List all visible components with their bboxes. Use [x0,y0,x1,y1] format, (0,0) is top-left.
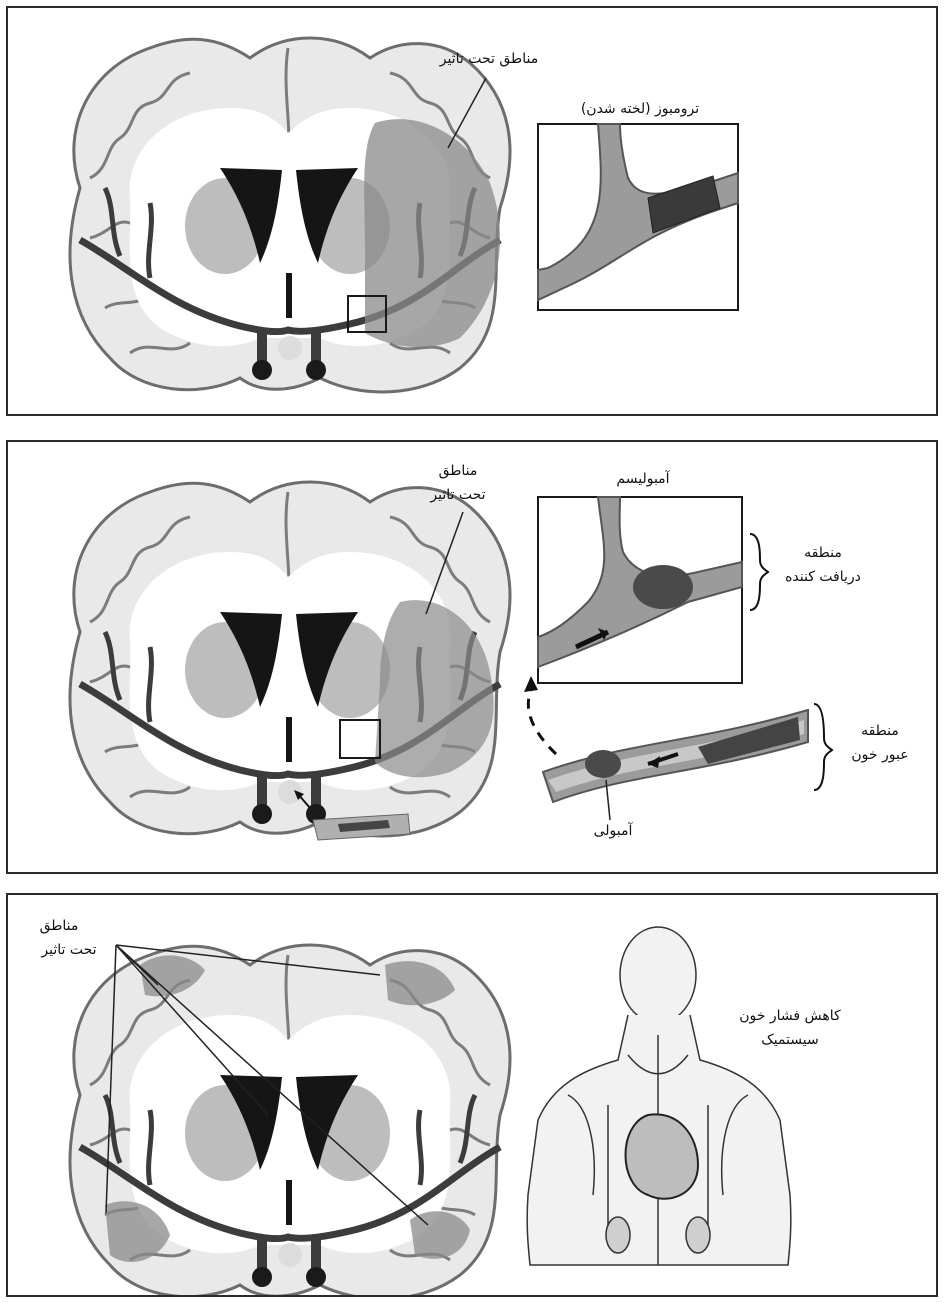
recipient-label-line2: دریافت کننده [768,566,878,588]
affected-areas-label-line1: مناطق [24,915,94,937]
thrombosis-title: ترومبوز (لخته شدن) [560,98,720,120]
panel-thrombosis: مناطق تحت تاثیر ترومبوز (لخته شدن) [6,6,938,416]
transit-vessel [543,710,808,802]
brain-coronal-section [70,38,510,392]
embolus-in-vessel [633,565,693,609]
thrombosis-inset [538,124,738,310]
hypotension-label-line2: سیستمیک [720,1029,860,1051]
affected-areas-label-line1: مناطق [403,460,513,482]
affected-areas-label: مناطق تحت تاثیر [424,48,554,70]
recipient-label-line1: منطقه [768,542,878,564]
affected-areas-label-line2: تحت تاثیر [403,484,513,506]
curved-arrow [528,690,556,754]
human-circulatory-illustration [527,927,791,1265]
brain-coronal-section [70,482,510,836]
transit-label-line1: منطقه [830,720,930,742]
panel-hypotension: مناطق تحت تاثیر کاهش فشار خون سیستمیک [6,893,938,1297]
embolism-inset [538,497,742,683]
panel-embolism: مناطق تحت تاثیر آمبولیسم منطقه دریافت کن… [6,440,938,874]
affected-areas-label-line2: تحت تاثیر [24,939,114,961]
embolus [585,750,621,778]
recipient-brace [750,534,768,610]
brain-coronal-section [70,945,510,1295]
transit-label-line2: عبور خون [830,744,930,766]
embolus-label: آمبولی [568,820,658,842]
hypotension-label-line1: کاهش فشار خون [720,1005,860,1027]
embolism-title: آمبولیسم [583,468,703,490]
embolism-figure [8,442,936,872]
hypotension-figure [8,895,936,1295]
